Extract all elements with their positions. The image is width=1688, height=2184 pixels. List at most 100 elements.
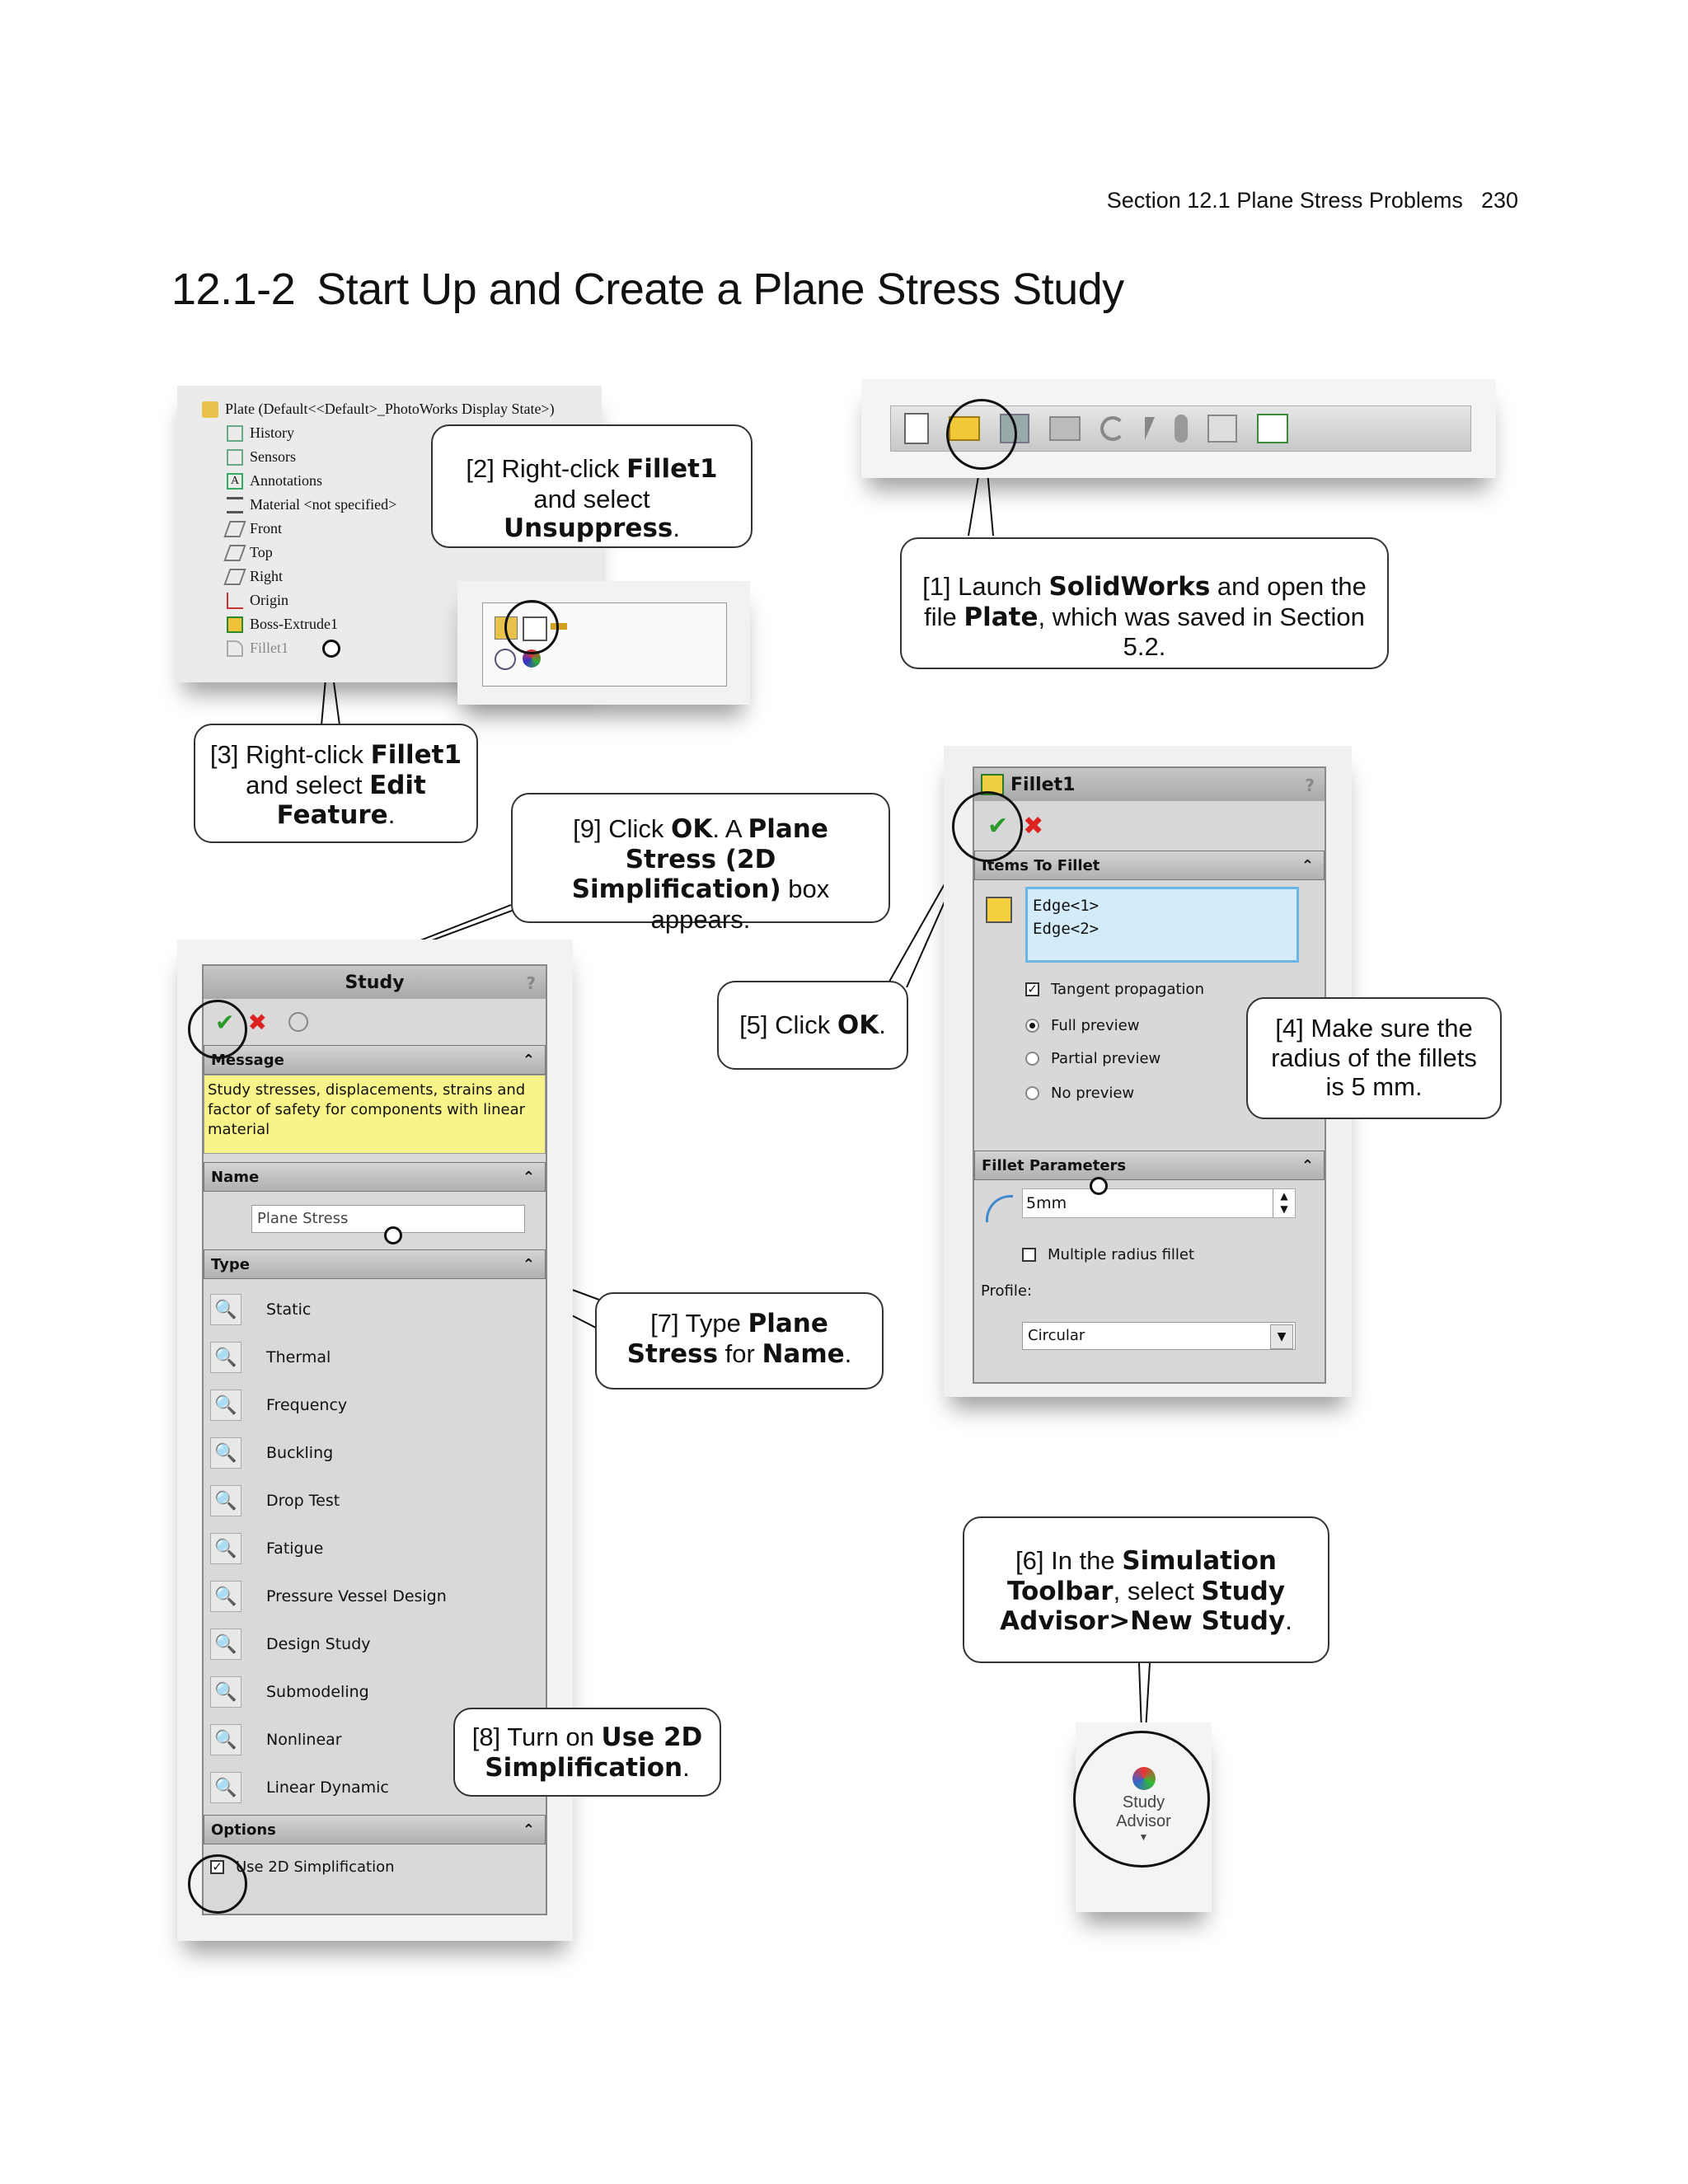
material-icon	[227, 496, 243, 513]
message-box: Study stresses, displacements, strains a…	[204, 1075, 546, 1154]
help-icon[interactable]: ?	[526, 973, 536, 993]
submodeling-icon: 🔍	[210, 1676, 241, 1708]
pressure-vessel-icon: 🔍	[210, 1581, 241, 1612]
study-type-submodeling[interactable]: 🔍Submodeling	[204, 1668, 546, 1716]
open-highlight	[946, 399, 1017, 470]
design-study-icon: 🔍	[210, 1629, 241, 1660]
fillet-ok-highlight	[952, 791, 1023, 862]
name-header[interactable]: Name⌃	[204, 1162, 546, 1192]
study-type-static[interactable]: 🔍Static	[204, 1286, 546, 1333]
study-ok-highlight	[188, 1000, 247, 1059]
options-header[interactable]: Options⌃	[204, 1815, 546, 1844]
help-icon[interactable]: ?	[1305, 776, 1315, 795]
tree-item-origin[interactable]: Origin	[227, 588, 555, 612]
study-title-bar: Study ?	[204, 966, 546, 999]
fillet1-marker	[322, 640, 340, 658]
study-type-linear-dynamic[interactable]: 🔍Linear Dynamic	[204, 1764, 546, 1811]
fatigue-icon: 🔍	[210, 1533, 241, 1564]
callout-step-5: [5] Click OK.	[717, 981, 908, 1070]
tree-item-boss-extrude[interactable]: Boss-Extrude1	[227, 612, 555, 636]
edge-item[interactable]: Edge<2>	[1033, 920, 1100, 938]
collapse-icon: ⌃	[1301, 1156, 1314, 1174]
study-type-drop-test[interactable]: 🔍Drop Test	[204, 1477, 546, 1525]
linear-dynamic-icon: 🔍	[210, 1772, 241, 1803]
print-icon[interactable]	[1049, 416, 1081, 441]
fillet-parameters-header[interactable]: Fillet Parameters⌃	[974, 1151, 1325, 1180]
plane-icon	[223, 568, 246, 585]
page-number: 230	[1480, 188, 1518, 213]
radius-input[interactable]: 5mm ▲▼	[1022, 1188, 1296, 1218]
tree-item-sensors[interactable]: Sensors	[227, 445, 555, 469]
name-marker	[384, 1226, 402, 1244]
study-type-thermal[interactable]: 🔍Thermal	[204, 1333, 546, 1381]
history-icon	[227, 424, 243, 442]
undo-icon[interactable]	[1100, 416, 1125, 441]
radio-selected[interactable]	[1025, 1019, 1039, 1033]
annotation-icon: A	[227, 472, 243, 490]
rebuild-icon[interactable]	[1175, 415, 1188, 443]
spinner-icon[interactable]: ▲▼	[1273, 1189, 1295, 1217]
multiple-radius-checkbox[interactable]: Multiple radius fillet	[1022, 1246, 1194, 1263]
study-type-buckling[interactable]: 🔍Buckling	[204, 1429, 546, 1477]
study-type-nonlinear[interactable]: 🔍Nonlinear	[204, 1716, 546, 1764]
fillet-icon	[227, 640, 243, 657]
pushpin-icon[interactable]	[288, 1012, 308, 1032]
callout-step-3: [3] Right-click Fillet1 and select Edit …	[194, 724, 478, 843]
radio[interactable]	[1025, 1052, 1039, 1066]
edge-item[interactable]: Edge<1>	[1033, 897, 1100, 915]
tree-item-fillet1[interactable]: Fillet1	[227, 636, 555, 660]
partial-preview-radio[interactable]: Partial preview	[1025, 1050, 1160, 1067]
cancel-x-icon[interactable]: ✖	[1023, 811, 1044, 841]
callout-step-7: [7] Type Plane Stress for Name.	[595, 1292, 884, 1390]
fillet-title-bar: Fillet1 ?	[974, 768, 1325, 801]
tangent-propagation-checkbox[interactable]: ✓Tangent propagation	[1025, 981, 1204, 998]
items-to-fillet-header[interactable]: Items To Fillet⌃	[974, 851, 1325, 880]
tree-item-material[interactable]: Material <not specified>	[227, 493, 555, 517]
study-type-pressure-vessel[interactable]: 🔍Pressure Vessel Design	[204, 1572, 546, 1620]
full-preview-radio[interactable]: Full preview	[1025, 1017, 1139, 1034]
plane-icon	[223, 544, 246, 561]
use-2d-simplification-checkbox[interactable]: ✓Use 2D Simplification	[204, 1844, 546, 1889]
extrude-icon	[227, 616, 243, 633]
study-type-fatigue[interactable]: 🔍Fatigue	[204, 1525, 546, 1572]
callout-step-2: [2] Right-click Fillet1 and select Unsup…	[431, 424, 753, 548]
chevron-down-icon[interactable]: ▼	[1270, 1324, 1293, 1349]
tree-item-top[interactable]: Top	[223, 541, 555, 565]
tree-item-front[interactable]: Front	[223, 517, 555, 541]
cancel-x-icon[interactable]: ✖	[247, 1008, 267, 1036]
study-type-frequency[interactable]: 🔍Frequency	[204, 1381, 546, 1429]
buckling-icon: 🔍	[210, 1437, 241, 1469]
callout-step-9: [9] Click OK. A Plane Stress (2D Simplif…	[511, 793, 890, 934]
collapse-icon: ⌃	[1301, 856, 1314, 874]
static-icon: 🔍	[210, 1294, 241, 1325]
tree-root[interactable]: Plate (Default<<Default>_PhotoWorks Disp…	[202, 397, 555, 421]
new-document-icon[interactable]	[904, 413, 929, 444]
select-arrow-icon[interactable]	[1145, 417, 1155, 440]
type-header[interactable]: Type⌃	[204, 1249, 546, 1279]
checkbox[interactable]	[1022, 1248, 1036, 1262]
edge-icon	[986, 897, 1012, 923]
no-preview-radio[interactable]: No preview	[1025, 1085, 1134, 1102]
study-type-design-study[interactable]: 🔍Design Study	[204, 1620, 546, 1668]
edge-list[interactable]: Edge<1> Edge<2>	[1025, 887, 1299, 963]
section-number: 12.1-2	[171, 265, 296, 314]
checkbox-checked[interactable]: ✓	[1025, 982, 1039, 996]
collapse-icon: ⌃	[522, 1821, 535, 1839]
tree-item-history[interactable]: History	[227, 421, 555, 445]
zoom-icon[interactable]	[495, 649, 516, 670]
study-propertymanager-screenshot: Study ? ✔ ✖ Message⌃ Study stresses, dis…	[177, 940, 573, 1941]
tree-item-right[interactable]: Right	[223, 565, 555, 588]
sensor-icon	[227, 448, 243, 466]
callout-step-1: [1] Launch SolidWorks and open the file …	[900, 537, 1389, 669]
radio[interactable]	[1025, 1086, 1039, 1100]
nonlinear-icon: 🔍	[210, 1724, 241, 1755]
plane-icon	[223, 520, 246, 537]
file-properties-icon[interactable]	[1207, 415, 1237, 443]
message-header[interactable]: Message⌃	[204, 1045, 546, 1075]
options-icon[interactable]	[1257, 414, 1288, 443]
profile-select[interactable]: Circular ▼	[1022, 1322, 1296, 1350]
collapse-icon: ⌃	[522, 1255, 535, 1273]
